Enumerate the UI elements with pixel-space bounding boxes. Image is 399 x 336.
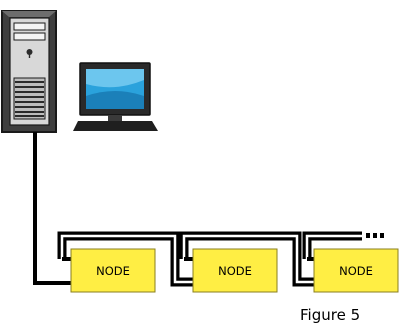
node-label: NODE	[339, 264, 373, 278]
node-label: NODE	[96, 264, 130, 278]
network-cable	[33, 132, 71, 285]
node-box-3: NODE	[313, 248, 399, 293]
ring-cable	[57, 231, 362, 287]
figure-caption: Figure 5	[300, 306, 361, 324]
node-label: NODE	[218, 264, 252, 278]
node-box-1: NODE	[70, 248, 156, 293]
desktop-monitor-icon	[73, 62, 158, 131]
node-box-2: NODE	[192, 248, 278, 293]
server-tower-icon	[1, 10, 57, 133]
more-nodes-ellipsis	[366, 233, 384, 238]
